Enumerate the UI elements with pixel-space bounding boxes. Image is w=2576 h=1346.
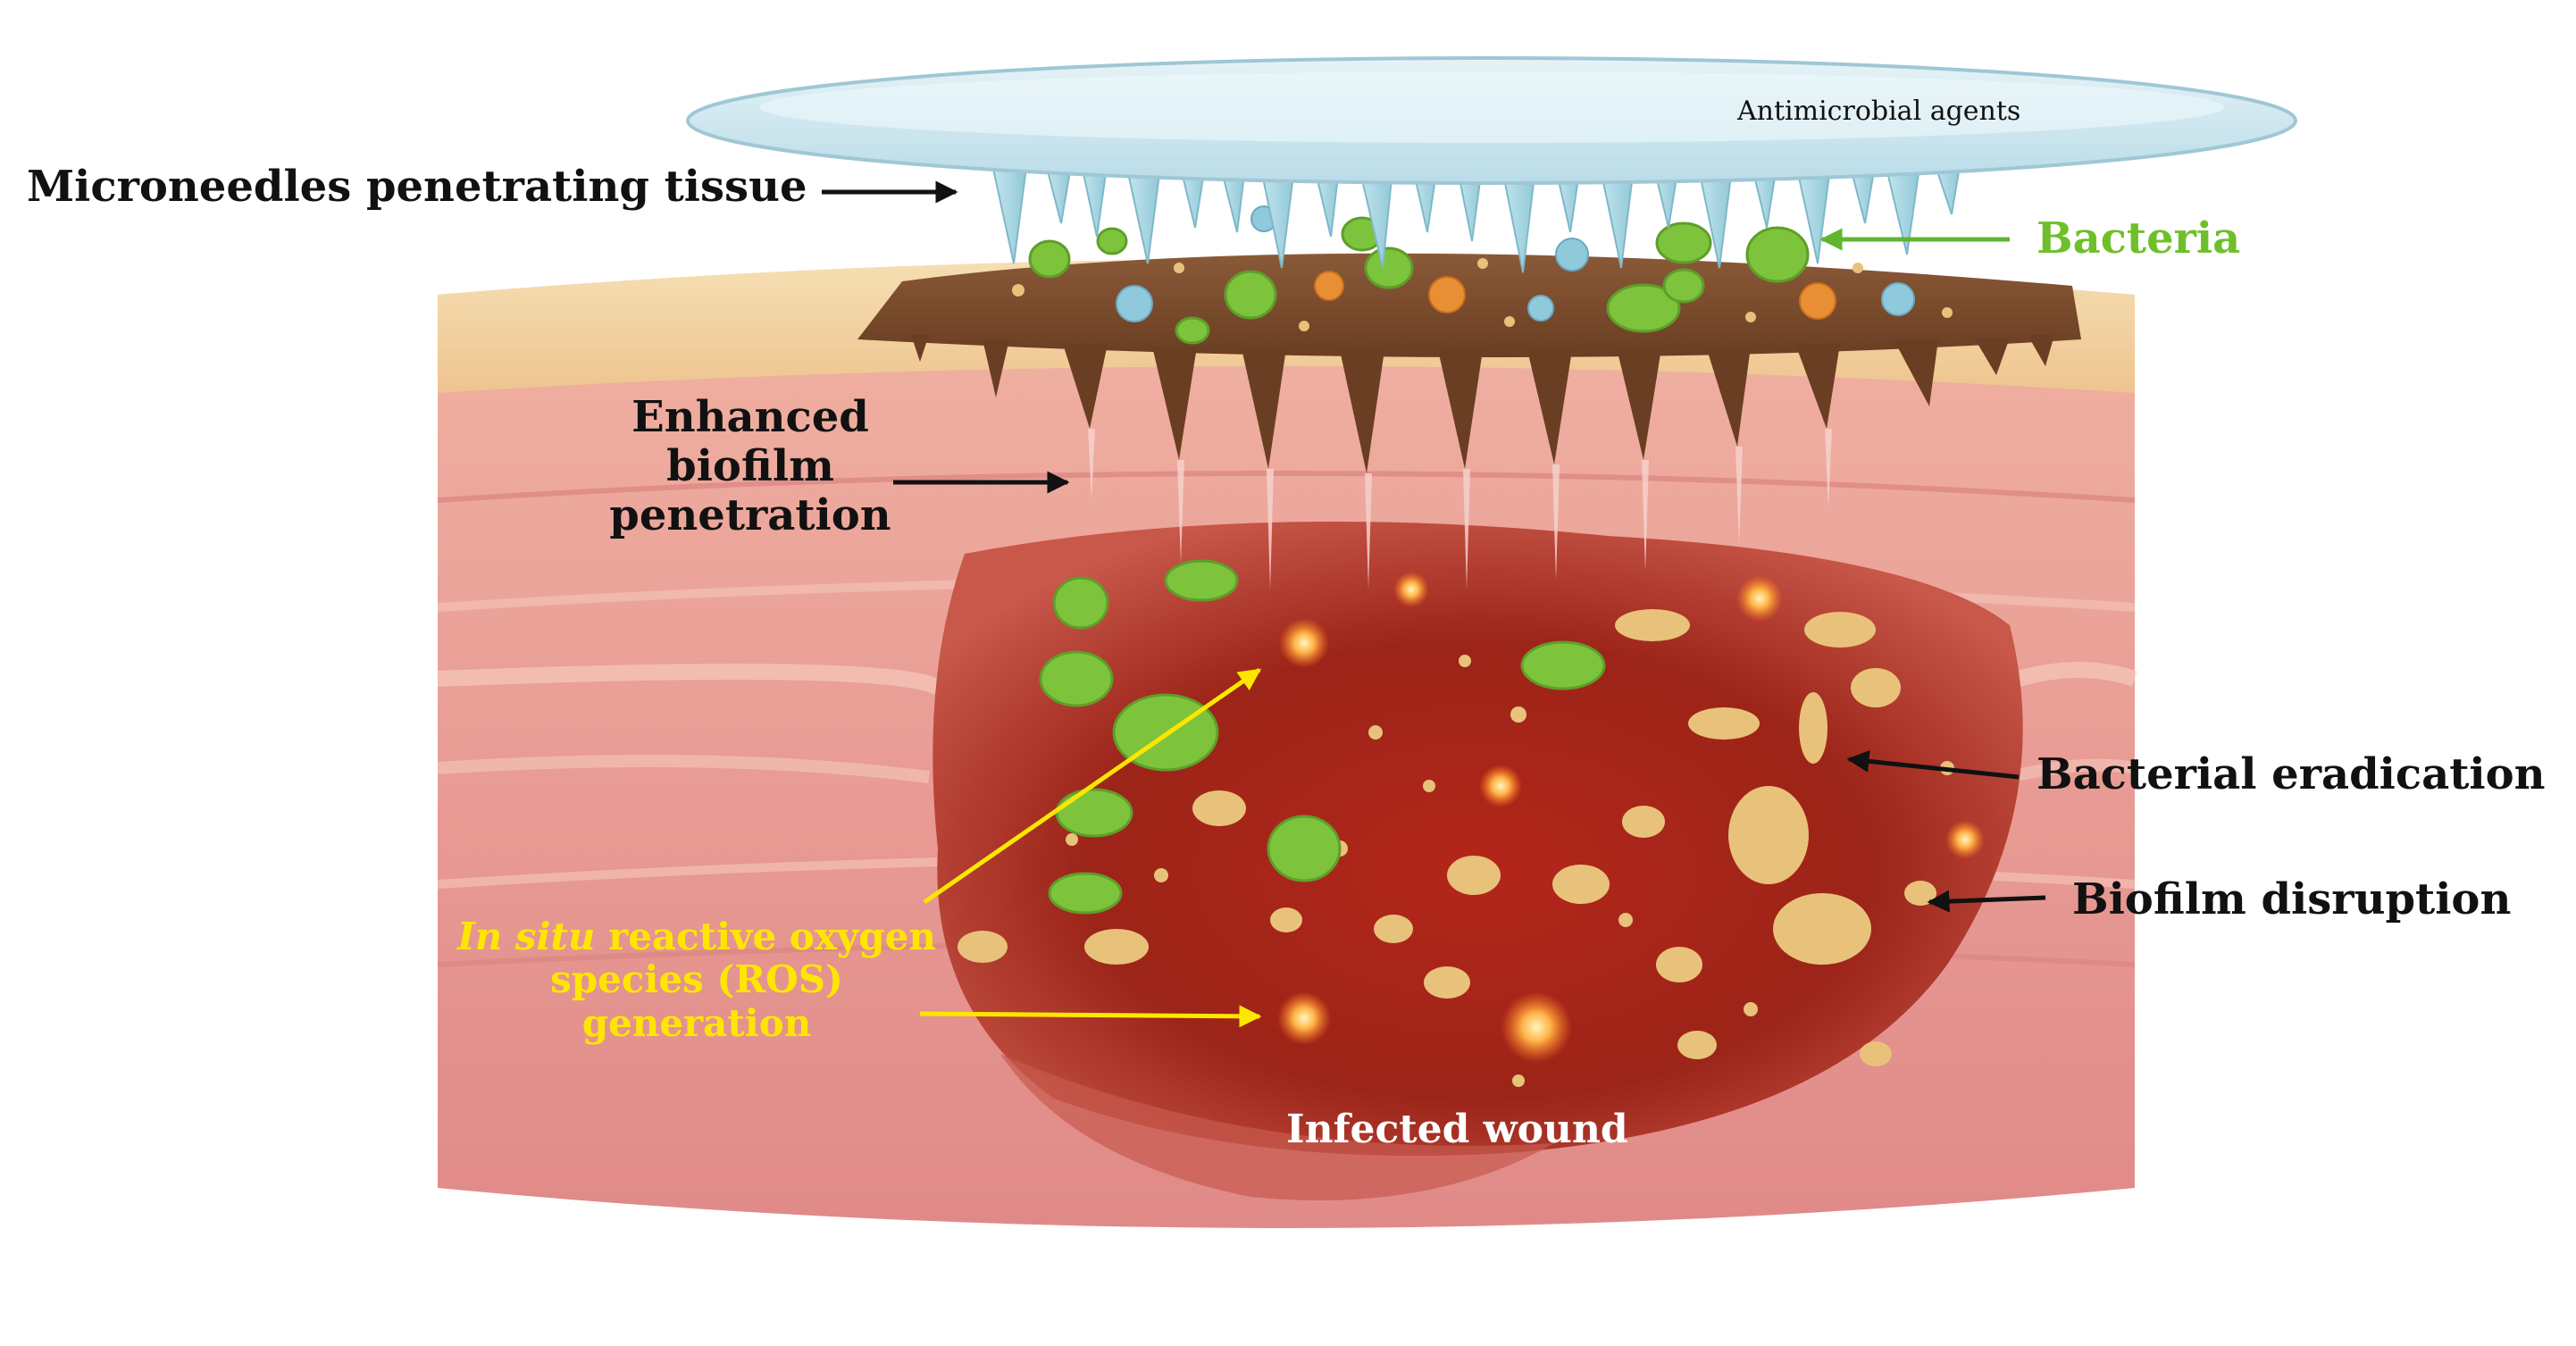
ros-line-3: generation (581, 1000, 812, 1045)
ros-generation-label: In situ reactive oxygen species (ROS) ge… (447, 915, 947, 1045)
enhanced-line-2: biofilm (666, 441, 834, 492)
enhanced-line-3: penetration (609, 490, 891, 541)
bacterial-eradication-arrow (1846, 749, 2020, 780)
ros-line-1: In situ reactive oxygen (447, 915, 947, 958)
enhanced-line-1: Enhanced (631, 392, 869, 442)
ros-line-1-rest: reactive oxygen (595, 915, 936, 958)
biofilm-disruption-label: Biofilm disruption (2072, 874, 2512, 924)
bacteria-label: Bacteria (2037, 213, 2241, 263)
bacterial-eradication-label: Bacterial eradication (2037, 749, 2546, 799)
ros-arrow-upper (923, 667, 1262, 905)
microneedle-patch (686, 56, 2297, 273)
biofilm-debris (958, 609, 1954, 1087)
biofilm-particles (1012, 205, 1953, 345)
biofilm-disruption-arrow (1927, 890, 2046, 913)
infected-wound-label: Infected wound (1286, 1107, 1628, 1152)
antimicrobial-agents-label: Antimicrobial agents (1737, 96, 2021, 127)
microneedles-label: Microneedles penetrating tissue (27, 162, 807, 212)
infected-wound-area (933, 522, 2023, 1200)
ros-arrow-lower (919, 1005, 1262, 1028)
ros-line-2: species (ROS) (550, 957, 843, 1002)
ros-glow-spots (1277, 572, 1985, 1063)
annotation-arrows (822, 180, 2046, 1028)
enhanced-penetration-label: Enhanced biofilm penetration (607, 392, 893, 541)
ros-italic: In situ (457, 915, 596, 958)
